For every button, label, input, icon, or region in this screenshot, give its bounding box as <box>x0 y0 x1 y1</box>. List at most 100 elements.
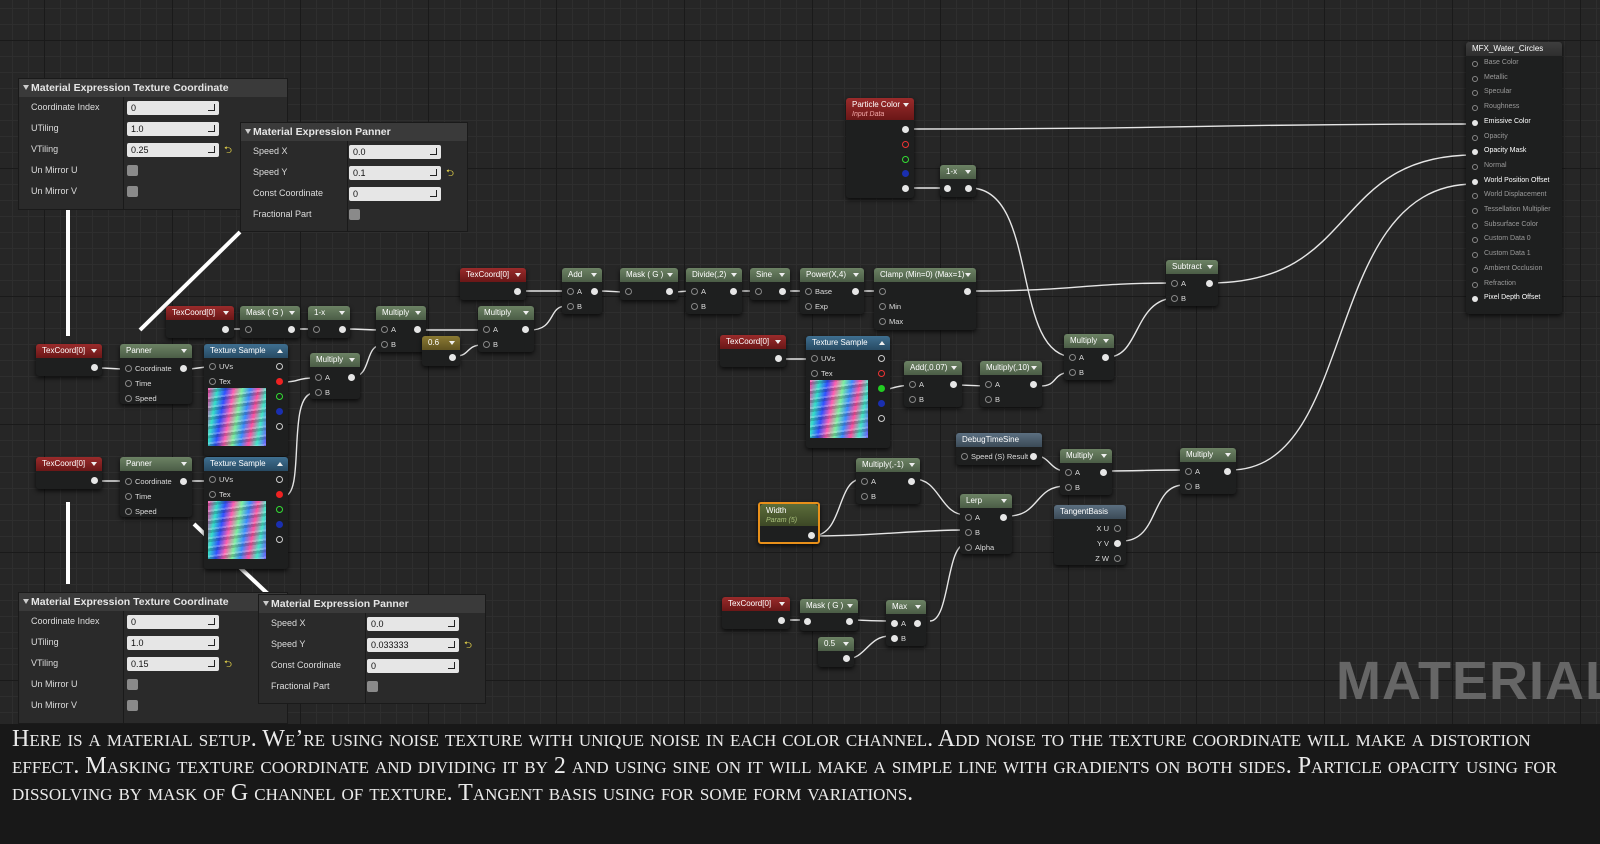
input-pin-b[interactable] <box>483 341 490 348</box>
input-pin-b[interactable] <box>1069 369 1076 376</box>
tangent-basis-node[interactable]: TangentBasis X U Y V Z W <box>1054 505 1126 565</box>
output-pin-g[interactable] <box>878 385 885 392</box>
output-pin[interactable] <box>522 326 529 333</box>
output-pin[interactable] <box>1224 468 1231 475</box>
output-pin[interactable] <box>730 288 737 295</box>
one-minus-node-2[interactable]: 1-x <box>940 165 976 197</box>
input-pin-a[interactable] <box>567 288 574 295</box>
input-pin[interactable] <box>125 493 132 500</box>
output-pin[interactable] <box>591 288 598 295</box>
input-pin-b[interactable] <box>381 341 388 348</box>
output-pin[interactable] <box>908 478 915 485</box>
output-pin-r[interactable] <box>878 370 885 377</box>
result-input-pin[interactable] <box>1472 163 1478 170</box>
input-pin-b[interactable] <box>891 635 898 642</box>
texcoord-node-1[interactable]: TexCoord[0] <box>36 344 102 376</box>
output-pin[interactable] <box>180 478 187 485</box>
result-input-pin[interactable] <box>1472 237 1478 244</box>
constant-06-node[interactable]: 0.6 <box>422 336 460 366</box>
const-coordinate-field[interactable]: 0 <box>349 187 441 201</box>
input-pin-a[interactable] <box>861 478 868 485</box>
mask-g-node-2[interactable]: Mask ( G ) <box>620 268 678 300</box>
output-pin-a[interactable] <box>902 185 909 192</box>
coordinate-index-field[interactable]: 0 <box>127 101 219 115</box>
output-pin[interactable] <box>348 374 355 381</box>
input-pin[interactable] <box>209 491 216 498</box>
input-pin-b[interactable] <box>1171 295 1178 302</box>
output-pin-r[interactable] <box>276 491 283 498</box>
result-input-pin[interactable] <box>1472 134 1478 141</box>
output-pin-g[interactable] <box>276 506 283 513</box>
texture-sample-node-3[interactable]: Texture Sample UVs Tex <box>806 336 890 448</box>
clamp-node[interactable]: Clamp (Min=0) (Max=1) Min Max <box>874 268 976 330</box>
speed-x-field[interactable]: 0.0 <box>367 617 459 631</box>
input-pin[interactable] <box>125 478 132 485</box>
output-pin[interactable] <box>808 532 815 539</box>
output-pin-zw[interactable] <box>1114 555 1121 562</box>
result-input-pin[interactable] <box>1472 90 1478 97</box>
output-pin-r[interactable] <box>276 378 283 385</box>
speed-y-field[interactable]: 0.1 <box>349 166 441 180</box>
input-pin-a[interactable] <box>965 514 972 521</box>
output-pin[interactable] <box>1000 514 1007 521</box>
input-pin-a[interactable] <box>315 374 322 381</box>
mask-g-node-1[interactable]: Mask ( G ) <box>240 306 300 338</box>
debug-time-sine-node[interactable]: DebugTimeSine Speed (S) Result <box>956 433 1042 465</box>
input-pin-b[interactable] <box>315 389 322 396</box>
texcoord-node-5[interactable]: TexCoord[0] <box>720 335 786 367</box>
input-pin-min[interactable] <box>879 303 886 310</box>
un-mirror-u-checkbox[interactable] <box>127 165 138 176</box>
output-pin[interactable] <box>852 288 859 295</box>
max-node[interactable]: Max A B <box>886 600 926 646</box>
output-pin-g[interactable] <box>276 393 283 400</box>
result-input-pin[interactable] <box>1472 119 1478 126</box>
multiply-neg1-node[interactable]: Multiply(,-1) A B <box>856 458 920 504</box>
subtract-node[interactable]: Subtract A B <box>1166 260 1218 306</box>
result-input-pin[interactable] <box>1472 252 1478 259</box>
result-input-pin[interactable] <box>1472 75 1478 82</box>
texcoord-node-6[interactable]: TexCoord[0] <box>722 597 790 629</box>
input-pin-a[interactable] <box>985 381 992 388</box>
result-input-pin[interactable] <box>1472 193 1478 200</box>
const-coordinate-field[interactable]: 0 <box>367 659 459 673</box>
output-pin[interactable] <box>414 326 421 333</box>
result-input-pin[interactable] <box>1472 296 1478 303</box>
output-pin[interactable] <box>91 364 98 371</box>
output-pin-g[interactable] <box>902 156 909 163</box>
multiply-10-node[interactable]: Multiply(,10) A B <box>980 361 1042 407</box>
input-pin[interactable] <box>804 618 811 625</box>
result-input-pin[interactable] <box>1472 281 1478 288</box>
input-pin[interactable] <box>944 185 951 192</box>
output-pin[interactable] <box>222 326 229 333</box>
fractional-part-checkbox[interactable] <box>367 681 378 692</box>
lerp-node[interactable]: Lerp A B Alpha <box>960 494 1012 554</box>
divide-node[interactable]: Divide(,2) A B <box>686 268 742 314</box>
output-pin[interactable] <box>950 381 957 388</box>
utiling-field[interactable]: 1.0 <box>127 636 219 650</box>
output-pin[interactable] <box>1030 453 1037 460</box>
input-pin-b[interactable] <box>861 493 868 500</box>
input-pin-a[interactable] <box>909 381 916 388</box>
multiply-node-3[interactable]: Multiply A B <box>478 306 534 352</box>
one-minus-node-1[interactable]: 1-x <box>308 306 350 338</box>
input-pin-b[interactable] <box>965 529 972 536</box>
output-pin[interactable] <box>514 288 521 295</box>
constant-05-node[interactable]: 0.5 <box>818 637 854 667</box>
input-pin-b[interactable] <box>691 303 698 310</box>
output-pin[interactable] <box>846 618 853 625</box>
multiply-node-5[interactable]: Multiply A B <box>1060 449 1112 495</box>
output-pin[interactable] <box>91 477 98 484</box>
output-pin-a[interactable] <box>276 423 283 430</box>
texture-sample-node-2[interactable]: Texture Sample UVs Tex <box>204 457 288 569</box>
output-pin-b[interactable] <box>902 170 909 177</box>
input-pin[interactable] <box>879 288 886 295</box>
un-mirror-u-checkbox[interactable] <box>127 679 138 690</box>
panner-node-1[interactable]: Panner Coordinate Time Speed <box>120 344 192 404</box>
vtiling-field[interactable]: 0.25 <box>127 143 219 157</box>
texcoord-details-panel-2[interactable]: Material Expression Texture Coordinate C… <box>18 592 288 724</box>
input-pin-a[interactable] <box>381 326 388 333</box>
input-pin-b[interactable] <box>1185 483 1192 490</box>
